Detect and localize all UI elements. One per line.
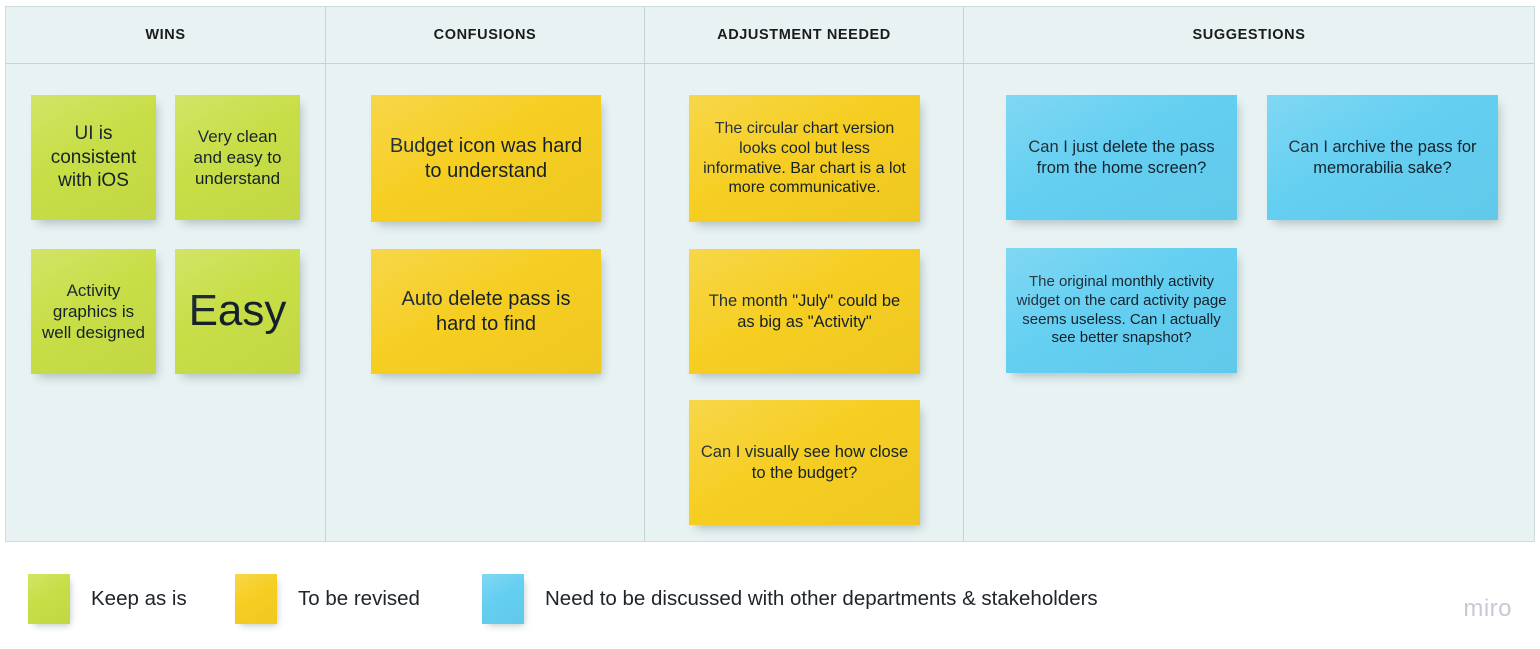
legend-swatch-green-icon <box>28 574 70 624</box>
column-adjustment-needed: ADJUSTMENT NEEDED The circular chart ver… <box>645 7 964 541</box>
legend: Keep as is To be revised Need to be disc… <box>0 552 1540 649</box>
sticky-note-text: Can I archive the pass for memorabilia s… <box>1288 138 1477 177</box>
sticky-note-text: Activity graphics is well designed <box>41 280 145 343</box>
sticky-note[interactable]: Very clean and easy to understand <box>175 95 300 220</box>
sticky-note-text: Very clean and easy to understand <box>193 126 282 189</box>
sticky-note[interactable]: Easy <box>175 249 300 374</box>
legend-label: Keep as is <box>91 587 187 610</box>
sticky-note[interactable]: Budget icon was hard to understand <box>371 95 601 222</box>
column-header-suggestions: SUGGESTIONS <box>964 7 1534 64</box>
sticky-note-text: UI is consistent with iOS <box>50 123 137 192</box>
sticky-note-text: Can I just delete the pass from the home… <box>1028 138 1215 177</box>
sticky-note[interactable]: The circular chart version looks cool bu… <box>689 95 920 222</box>
sticky-note-text: Budget icon was hard to understand <box>389 134 583 182</box>
sticky-note[interactable]: Can I archive the pass for memorabilia s… <box>1267 95 1498 220</box>
sticky-note-text: The month "July" could be as big as "Act… <box>708 292 901 331</box>
sticky-note[interactable]: Auto delete pass is hard to find <box>371 249 601 374</box>
miro-watermark: miro <box>1463 595 1512 622</box>
retrospective-board: WINS UI is consistent with iOS Very clea… <box>5 6 1535 542</box>
column-body-confusions: Budget icon was hard to understand Auto … <box>326 64 644 541</box>
legend-label: Need to be discussed with other departme… <box>545 587 1098 610</box>
column-header-label: CONFUSIONS <box>433 27 537 43</box>
sticky-note-text: The original monthly activity widget on … <box>1016 273 1227 347</box>
column-body-suggestions: Can I just delete the pass from the home… <box>964 64 1534 541</box>
column-header-adjustment-needed: ADJUSTMENT NEEDED <box>645 7 963 64</box>
sticky-note[interactable]: Can I visually see how close to the budg… <box>689 400 920 525</box>
column-suggestions: SUGGESTIONS Can I just delete the pass f… <box>964 7 1534 541</box>
legend-item-to-be-revised: To be revised <box>235 574 420 624</box>
legend-swatch-yellow-icon <box>235 574 277 624</box>
column-header-wins: WINS <box>6 7 325 64</box>
column-header-confusions: CONFUSIONS <box>326 7 644 64</box>
sticky-note[interactable]: Activity graphics is well designed <box>31 249 156 374</box>
legend-label: To be revised <box>298 587 420 610</box>
legend-swatch-blue-icon <box>482 574 524 624</box>
column-confusions: CONFUSIONS Budget icon was hard to under… <box>326 7 645 541</box>
column-header-label: WINS <box>145 27 186 43</box>
sticky-note-text: Auto delete pass is hard to find <box>401 287 571 335</box>
sticky-note[interactable]: UI is consistent with iOS <box>31 95 156 220</box>
column-body-adjustment-needed: The circular chart version looks cool bu… <box>645 64 963 541</box>
sticky-note[interactable]: Can I just delete the pass from the home… <box>1006 95 1237 220</box>
sticky-note-text: Can I visually see how close to the budg… <box>700 443 909 482</box>
column-wins: WINS UI is consistent with iOS Very clea… <box>6 7 326 541</box>
column-header-label: ADJUSTMENT NEEDED <box>717 27 891 43</box>
sticky-note[interactable]: The month "July" could be as big as "Act… <box>689 249 920 374</box>
column-header-label: SUGGESTIONS <box>1192 27 1306 43</box>
column-body-wins: UI is consistent with iOS Very clean and… <box>6 64 325 541</box>
sticky-note-text: The circular chart version looks cool bu… <box>703 119 906 197</box>
sticky-note[interactable]: The original monthly activity widget on … <box>1006 248 1237 373</box>
sticky-note-text: Easy <box>188 286 287 336</box>
legend-item-needs-discussion: Need to be discussed with other departme… <box>482 574 1098 624</box>
legend-item-keep-as-is: Keep as is <box>28 574 187 624</box>
